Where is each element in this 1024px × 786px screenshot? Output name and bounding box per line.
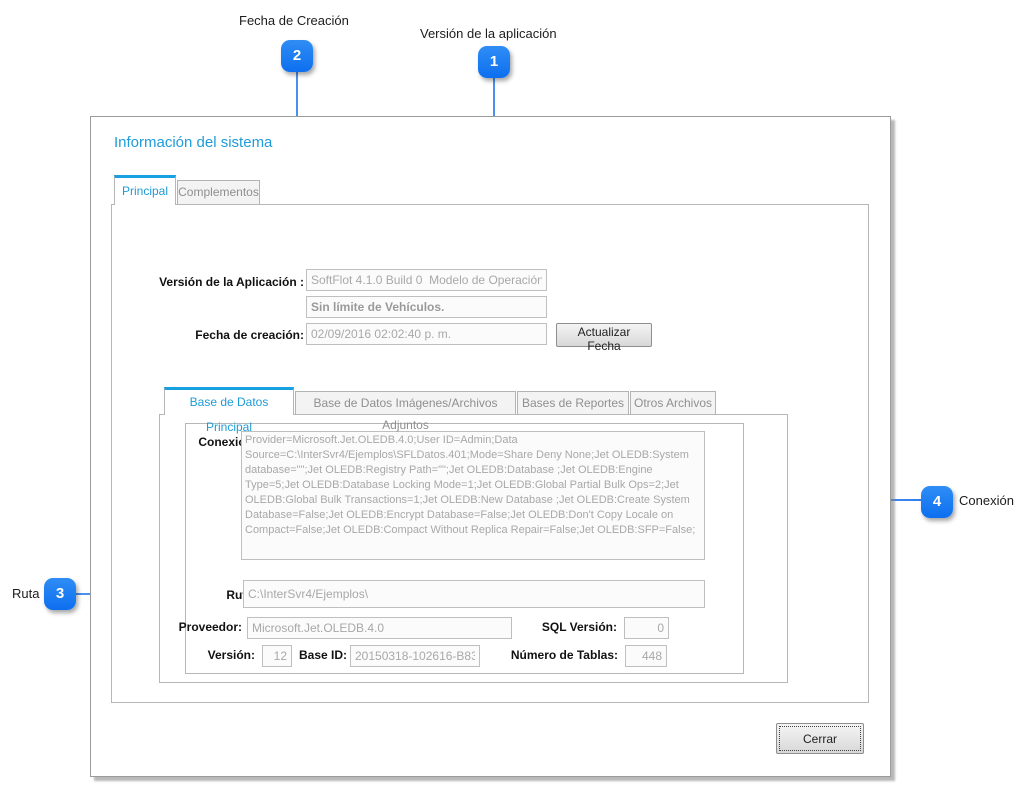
app-version-input[interactable] [306,269,547,291]
num-tablas-label: Número de Tablas: [510,648,618,662]
app-version-label: Versión de la Aplicación : [159,275,304,289]
callout-label-ruta: Ruta [12,586,40,601]
creation-date-input[interactable] [306,323,547,345]
callout-badge-1[interactable]: 1 [478,46,510,78]
ruta-label: Ruta: [226,588,257,602]
proveedor-label: Proveedor: [178,620,242,634]
callout-badge-3[interactable]: 3 [44,578,76,610]
base-id-input[interactable] [350,645,480,667]
tab-otros-archivos[interactable]: Otros Archivos [630,391,716,414]
callout-badge-4[interactable]: 4 [921,486,953,518]
system-info-dialog: Información del sistema Principal Comple… [90,116,891,777]
version-input[interactable] [262,645,292,667]
dialog-title: Información del sistema [114,134,273,151]
sql-version-label: SQL Versión: [541,620,617,634]
callout-label-version-aplicacion: Versión de la aplicación [420,26,557,41]
tab-complementos[interactable]: Complementos [177,180,260,204]
version-label: Versión: [207,648,255,662]
proveedor-input[interactable] [247,617,512,639]
sql-version-input[interactable] [624,617,669,639]
actualizar-fecha-button[interactable]: Actualizar Fecha [556,323,652,353]
app-version-line2-input[interactable] [306,296,547,318]
tab-bases-reportes[interactable]: Bases de Reportes [517,391,629,414]
connection-textarea[interactable]: Provider=Microsoft.Jet.OLEDB.4.0;User ID… [241,431,705,560]
ruta-input[interactable] [243,580,705,608]
callout-label-fecha-creacion: Fecha de Creación [239,13,349,28]
tab-base-datos-principal[interactable]: Base de Datos Principal [164,387,294,434]
tab-base-datos-imagenes[interactable]: Base de Datos Imágenes/Archivos Adjuntos [295,391,516,432]
creation-date-label: Fecha de creación: [195,328,304,342]
cerrar-button[interactable]: Cerrar [776,723,864,754]
num-tablas-input[interactable] [625,645,667,667]
callout-label-conexion: Conexión [959,493,1014,508]
base-id-label: Base ID: [299,648,348,662]
callout-badge-2[interactable]: 2 [281,40,313,72]
tab-principal[interactable]: Principal [114,175,176,205]
